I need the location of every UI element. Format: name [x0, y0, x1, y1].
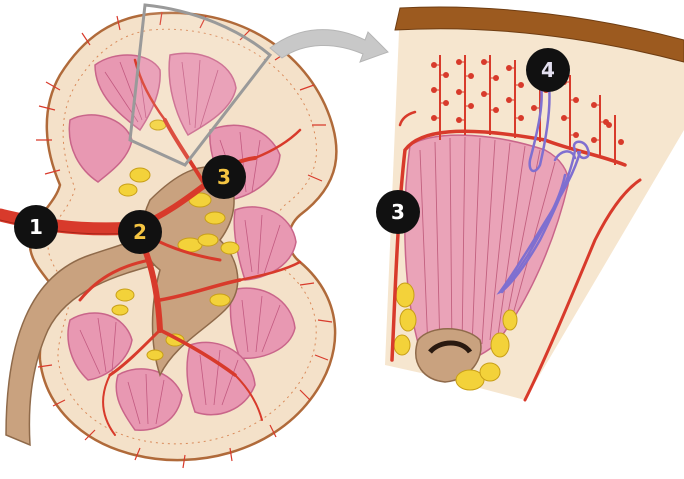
marker-1-label: 1: [29, 215, 43, 239]
enlarged-pyramid-striations: [419, 136, 556, 353]
pyramid: [67, 312, 133, 381]
zoom-arrow: [269, 29, 389, 63]
marker-2-label: 2: [133, 220, 147, 244]
marker-2: 2: [118, 210, 162, 254]
marker-1: 1: [14, 205, 58, 249]
pyramid: [94, 54, 161, 132]
minor-calyx: [415, 328, 482, 383]
marker-3-left-circle: [202, 155, 246, 199]
interlobular-arteries: [36, 11, 333, 469]
marker-4-circle: [526, 48, 570, 92]
zoom-wedge-outline: [128, 3, 273, 167]
marker-3-right-label: 3: [391, 200, 405, 224]
marker-3-left: 3: [202, 155, 246, 199]
marker-2-circle: [118, 210, 162, 254]
marker-4-label: 4: [541, 58, 555, 82]
nephron-loop: [528, 76, 551, 173]
pyramid: [115, 368, 183, 431]
marker-4: 4: [526, 48, 570, 92]
afferent-twigs: [434, 61, 606, 141]
marker-3-left-label: 3: [217, 165, 231, 189]
marker-1-circle: [14, 205, 58, 249]
marker-3-right-circle: [376, 190, 420, 234]
pyramid: [168, 52, 237, 137]
wedge-fat: [393, 282, 518, 391]
marker-3-right: 3: [376, 190, 420, 234]
nephrons: [496, 73, 591, 295]
pyramid-striations: [79, 59, 281, 425]
pyramid: [68, 114, 133, 183]
